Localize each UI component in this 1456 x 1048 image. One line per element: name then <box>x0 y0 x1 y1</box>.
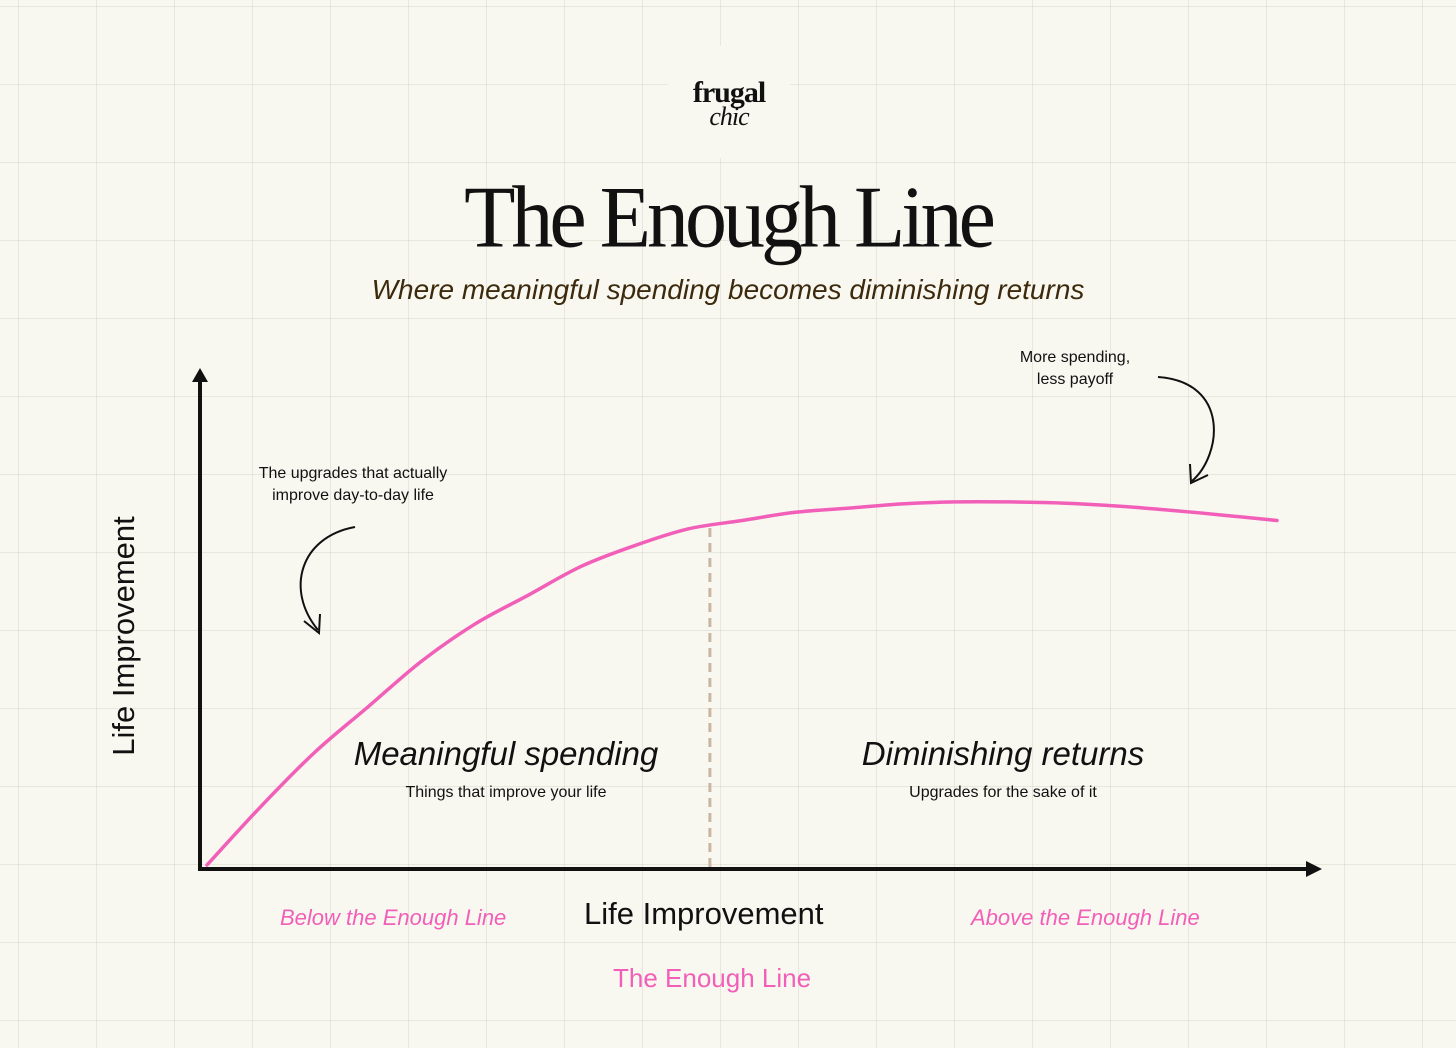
logo-word-2: chic <box>709 102 749 131</box>
y-axis-label-text: Life Improvement <box>106 516 141 756</box>
region-title-diminishing: Diminishing returns <box>861 735 1145 772</box>
logo-word-1: frugal <box>692 76 766 109</box>
x-axis-label: Life Improvement <box>584 896 824 931</box>
region-subtitle-meaningful: Things that improve your life <box>405 784 607 801</box>
page-title: The Enough Line <box>464 168 996 267</box>
y-axis-arrowhead <box>192 368 208 382</box>
x-axis-arrowhead <box>1306 861 1322 877</box>
annotation-arrow-right <box>1157 376 1215 482</box>
annotation-upgrades-line-1: The upgrades that actually <box>258 465 448 482</box>
below-enough-line-label: Below the Enough Line <box>280 905 507 930</box>
annotation-payoff-line-2: less payoff <box>1036 371 1114 388</box>
region-subtitle-diminishing: Upgrades for the sake of it <box>909 784 1097 801</box>
enough-line-label: The Enough Line <box>613 963 812 993</box>
brand-logo: frugal chic <box>668 46 790 158</box>
annotation-arrowhead-right <box>1189 463 1209 485</box>
annotation-arrowhead-left <box>303 613 321 635</box>
page-subtitle: Where meaningful spending becomes dimini… <box>371 274 1085 305</box>
above-enough-line-label: Above the Enough Line <box>971 905 1200 930</box>
life-improvement-curve <box>205 499 1279 867</box>
annotation-payoff-line-1: More spending, <box>1019 349 1131 366</box>
annotation-upgrades-line-2: improve day-to-day life <box>272 487 434 504</box>
chart-axes <box>192 368 1322 877</box>
region-title-meaningful: Meaningful spending <box>353 735 659 772</box>
annotation-arrow-left <box>299 526 356 631</box>
